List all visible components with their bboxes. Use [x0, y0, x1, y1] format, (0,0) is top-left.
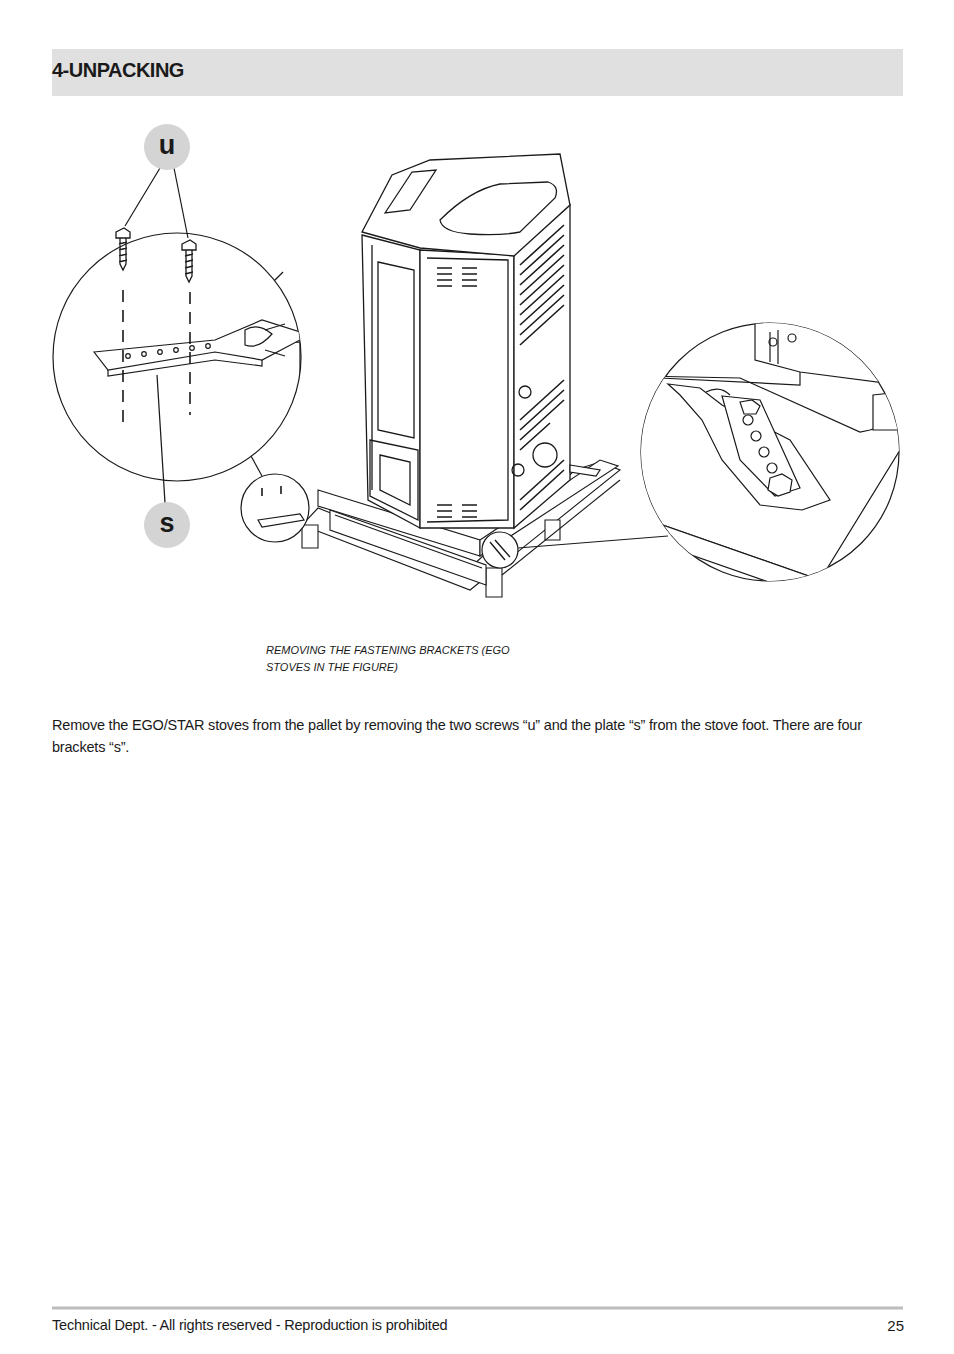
figure-caption: REMOVING THE FASTENING BRACKETS (EGO STO… [266, 642, 526, 676]
body-text: Remove the EGO/STAR stoves from the pall… [52, 714, 904, 758]
footer-note: Technical Dept. - All rights reserved - … [52, 1317, 447, 1333]
callout-letter: u [159, 132, 176, 159]
page-title: 4-UNPACKING [52, 59, 184, 82]
callout-circle: s [144, 502, 190, 548]
callout-letter: s [159, 510, 174, 537]
page-number: 25 [887, 1317, 904, 1334]
callout-circle: u [144, 124, 190, 170]
